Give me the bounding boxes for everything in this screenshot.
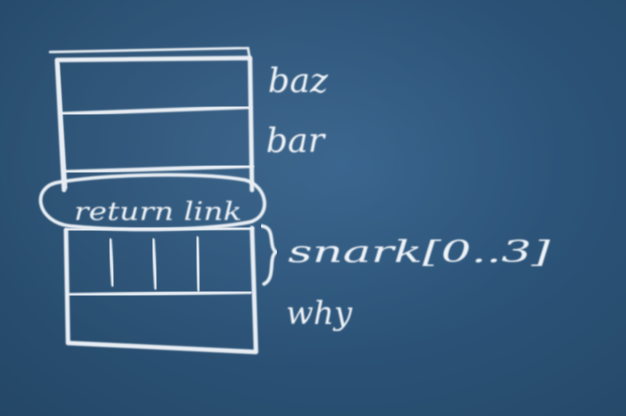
label-snark: snark[0..3] [288,235,550,270]
snark-cell-divider-3 [195,236,201,292]
label-why: why [286,294,353,332]
divider-bar-return [62,164,254,174]
label-return-link: return link [74,197,242,226]
snark-cell-divider-1 [108,238,115,287]
return-link-circle [38,173,267,232]
divider-snark-why [68,290,252,297]
snark-cell-divider-2 [151,238,158,290]
divider-baz-bar [59,105,252,116]
stack-frame-outline-retrace [48,46,252,190]
label-bar: bar [266,121,326,161]
label-baz: baz [268,61,329,101]
snark-brace [260,224,278,286]
